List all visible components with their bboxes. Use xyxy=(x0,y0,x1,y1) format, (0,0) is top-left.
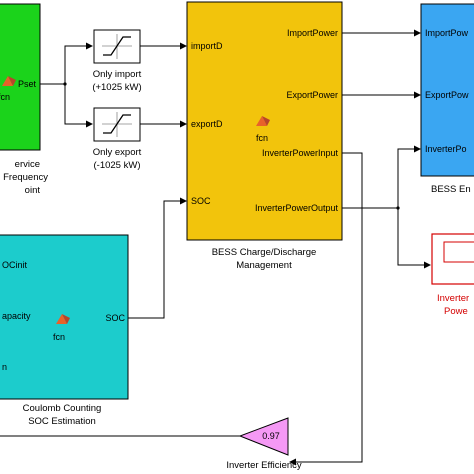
port-label-inverterpowerinput: InverterPowerInput xyxy=(262,148,339,158)
sat-import-caption-2: (+1025 kW) xyxy=(92,82,141,93)
mgmt-caption-1: BESS Charge/Discharge xyxy=(212,247,317,258)
fcn-label: fcn xyxy=(256,133,268,143)
sat-export-caption-1: Only export xyxy=(93,147,142,158)
line-soc-feedback[interactable] xyxy=(128,197,187,319)
saturation-icon xyxy=(102,34,132,59)
bess-management-block[interactable]: importD exportD SOC ImportPower ExportPo… xyxy=(186,1,343,241)
port-label-soc: SOC xyxy=(191,196,211,206)
fcn-label: fcn xyxy=(0,92,10,102)
soc-caption-2: SOC Estimation xyxy=(28,416,96,427)
line-to-sat-import[interactable] xyxy=(64,42,93,84)
port-label-soc-out: SOC xyxy=(105,313,125,323)
sat-export-caption-2: (-1025 kW) xyxy=(94,160,141,171)
service-frequency-block[interactable]: Pset fcn xyxy=(0,3,41,151)
port-label-pset: Pset xyxy=(18,79,37,89)
gain-value: 0.97 xyxy=(262,431,280,441)
port-label-exportpow: ExportPow xyxy=(425,90,469,100)
green-caption-line-1: ervice xyxy=(15,159,40,170)
bess-energy-block[interactable]: ImportPow ExportPow InverterPo xyxy=(420,3,474,177)
port-label-importpower: ImportPower xyxy=(287,28,338,38)
soc-caption-1: Coulomb Counting xyxy=(23,403,102,414)
scope-block[interactable] xyxy=(431,233,474,285)
green-caption-line-2: Frequency xyxy=(3,172,48,183)
port-label-inverterpoweroutput: InverterPowerOutput xyxy=(255,203,339,213)
inverter-efficiency-gain[interactable]: 0.97 xyxy=(238,417,289,456)
port-label-importd: importD xyxy=(191,41,223,51)
green-caption-line-3: oint xyxy=(25,185,41,196)
line-to-sat-export[interactable] xyxy=(64,84,93,128)
port-label-inverterpo: InverterPo xyxy=(425,144,467,154)
matlab-icon xyxy=(2,76,16,86)
bess-energy-caption: BESS En xyxy=(431,184,471,195)
mgmt-caption-2: Management xyxy=(236,260,292,271)
junction-point xyxy=(63,82,67,86)
port-label-ocinit: OCinit xyxy=(2,260,28,270)
saturation-icon xyxy=(102,112,132,137)
line-to-bess-energy[interactable] xyxy=(397,145,421,208)
port-label-apacity: apacity xyxy=(2,311,31,321)
port-label-exportpower: ExportPower xyxy=(286,90,338,100)
junction-point xyxy=(396,206,400,210)
matlab-icon xyxy=(56,314,70,324)
saturation-export-block[interactable] xyxy=(93,107,141,142)
port-label-importpow: ImportPow xyxy=(425,28,469,38)
signal-lines xyxy=(0,29,431,466)
line-inverterpowerinput[interactable] xyxy=(289,152,363,466)
sat-import-caption-1: Only import xyxy=(93,69,142,80)
fcn-label: fcn xyxy=(53,332,65,342)
line-to-scope[interactable] xyxy=(397,208,431,269)
saturation-import-block[interactable] xyxy=(93,29,141,64)
scope-caption-1: Inverter xyxy=(437,293,469,304)
port-label-n: n xyxy=(2,362,7,372)
port-label-exportd: exportD xyxy=(191,119,223,129)
matlab-icon xyxy=(256,116,270,126)
soc-estimation-block[interactable]: OCinit apacity n SOC fcn xyxy=(0,234,129,400)
gain-caption: Inverter Efficiency xyxy=(226,460,302,471)
scope-caption-2: Powe xyxy=(444,306,468,317)
